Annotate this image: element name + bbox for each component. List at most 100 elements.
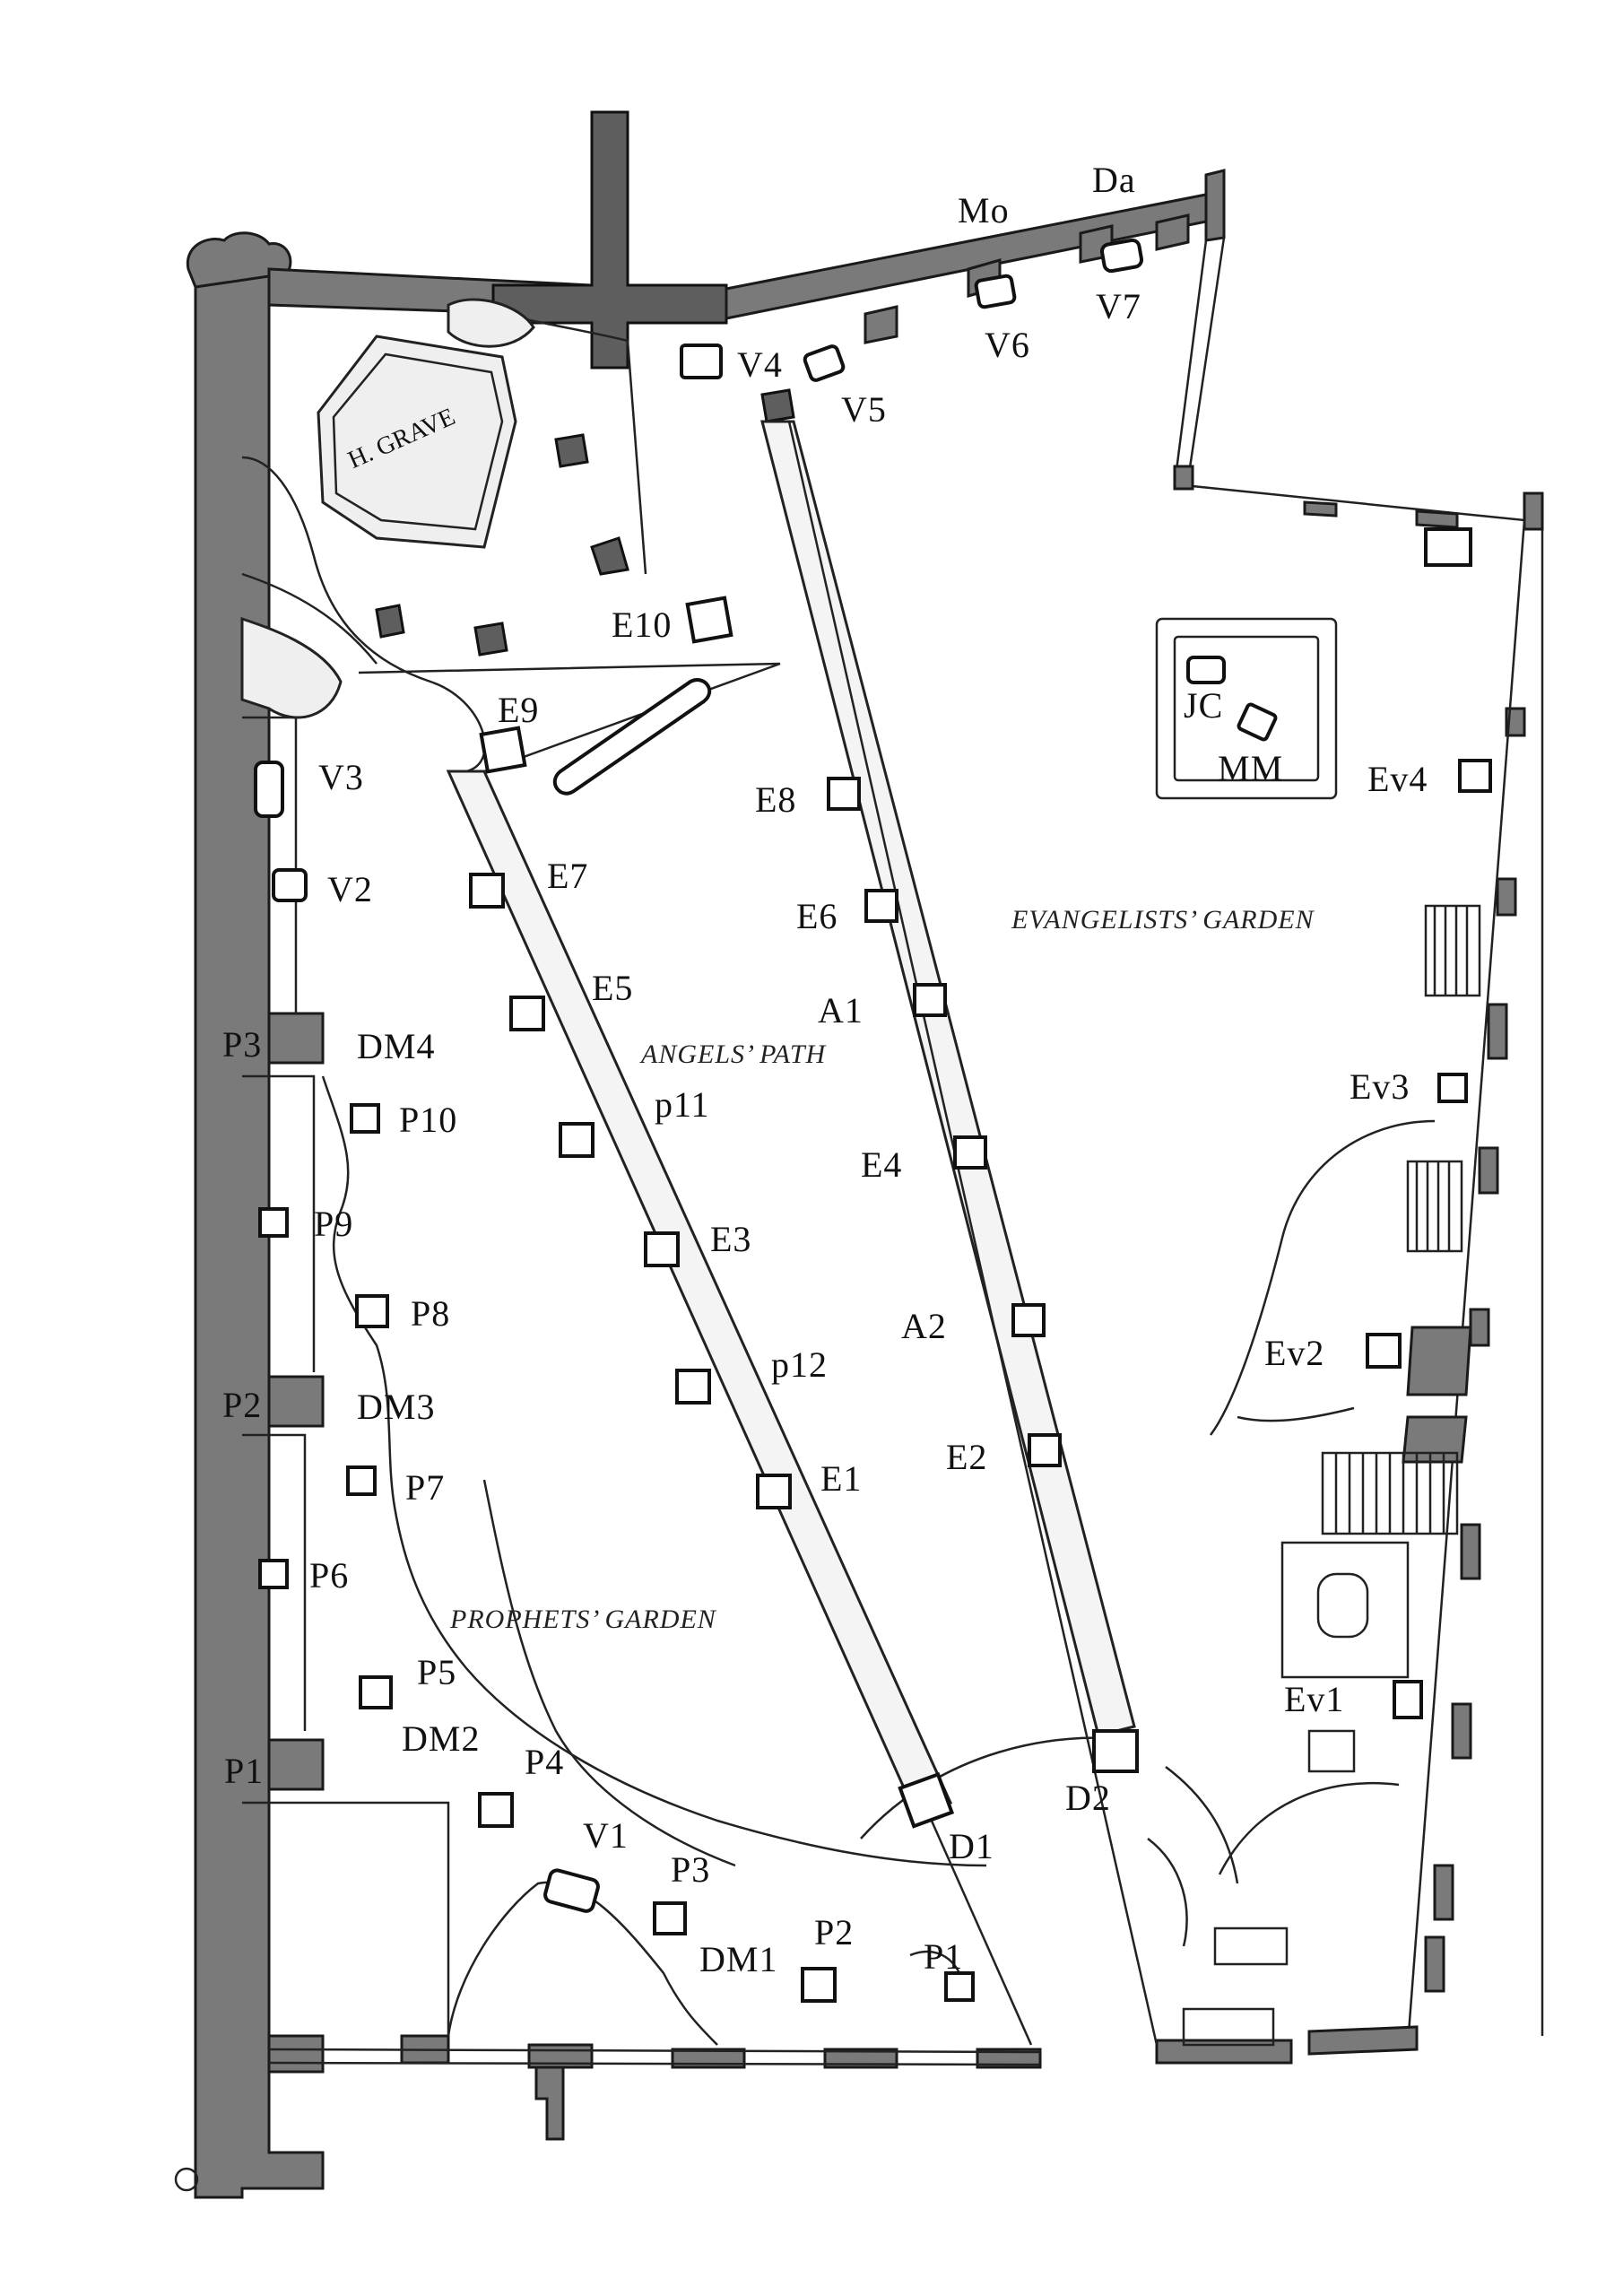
statue-e5	[509, 996, 545, 1031]
label-p11: p11	[655, 1084, 710, 1125]
statue-v7	[1099, 238, 1144, 274]
statue-e10	[685, 596, 733, 644]
label-v3: V3	[318, 757, 364, 797]
label-e9: E9	[498, 690, 539, 730]
label-p7: P7	[405, 1467, 445, 1508]
label-ev4: Ev4	[1367, 759, 1428, 799]
prophets-rockwork	[321, 1075, 1436, 2046]
statue-e4	[953, 1135, 987, 1170]
ne-block	[1424, 527, 1472, 567]
label-a1: A1	[818, 990, 864, 1031]
statue-p11	[559, 1122, 595, 1158]
grotto-rock-1	[447, 298, 535, 348]
label-d2: D2	[1065, 1778, 1111, 1818]
statue-p8	[355, 1294, 389, 1328]
label-p10: P10	[399, 1100, 457, 1140]
enclosure-inner	[1173, 635, 1320, 782]
statue-v3	[254, 761, 284, 818]
label-wp1: P1	[224, 1751, 264, 1791]
statue-e8	[827, 777, 861, 811]
east-step-1	[1406, 1326, 1472, 1396]
statue-v4	[680, 344, 723, 379]
label-e3: E3	[710, 1219, 751, 1259]
sw-room	[242, 1801, 450, 2036]
label-dm3: DM3	[357, 1387, 435, 1427]
label-dm2: DM2	[402, 1718, 480, 1759]
north-buttress-3	[1155, 213, 1190, 251]
east-segment-1	[1173, 465, 1194, 491]
door-arc-3	[909, 1950, 961, 1974]
statue-p4	[478, 1792, 514, 1828]
statue-p3	[653, 1901, 687, 1935]
east-wall-main	[1424, 707, 1526, 1993]
prophets-curve-2	[482, 1479, 736, 1867]
east-fountain	[1213, 1926, 1289, 1966]
label-wp3: P3	[222, 1024, 262, 1065]
east-fountain-2	[1182, 2007, 1275, 2047]
east-segment-3	[1415, 509, 1459, 529]
label-evangelists-garden: EVANGELISTS’ GARDEN	[1011, 905, 1315, 935]
statue-v5	[803, 344, 846, 382]
room-divider-p1	[267, 1738, 325, 1791]
label-e5: E5	[592, 968, 633, 1008]
east-step-2	[1402, 1415, 1468, 1464]
corner-ring	[174, 2167, 199, 2192]
statue-p2	[801, 1967, 837, 2003]
grotto-path	[241, 456, 487, 773]
label-e2: E2	[946, 1437, 987, 1477]
jc-mm-enclosure	[1155, 617, 1338, 800]
statue-e7	[469, 873, 505, 909]
label-jc: JC	[1184, 685, 1223, 726]
label-a2: A2	[901, 1306, 947, 1346]
statue-p9	[258, 1207, 289, 1238]
label-prophets-garden: PROPHETS’ GARDEN	[449, 1605, 717, 1634]
statue-p10	[350, 1103, 380, 1134]
grotto-pillar-3	[473, 622, 508, 657]
statue-e2	[1028, 1433, 1062, 1467]
label-dm4: DM4	[357, 1026, 435, 1066]
statue-jc	[1186, 656, 1226, 684]
label-d1: D1	[949, 1826, 994, 1866]
grave-enclosure	[317, 335, 517, 549]
statue-mm	[1237, 702, 1278, 742]
label-e7: E7	[547, 856, 588, 896]
north-buttress-4	[864, 305, 898, 344]
east-stairs	[1182, 904, 1481, 2047]
label-p2: P2	[814, 1912, 854, 1952]
label-e4: E4	[861, 1144, 902, 1185]
angels-line-right	[922, 1802, 1033, 2046]
statue-a2	[1011, 1303, 1046, 1337]
statue-ev4	[1458, 759, 1492, 793]
statue-e3	[644, 1231, 680, 1267]
statue-ev2	[1366, 1333, 1402, 1369]
door-d1	[898, 1771, 955, 1829]
label-dm1: DM1	[699, 1939, 777, 1979]
statue-e1	[756, 1474, 792, 1509]
basin-inner	[1316, 1572, 1369, 1639]
label-p6: P6	[309, 1555, 349, 1596]
east-garden-curve	[1209, 1119, 1436, 1436]
grotto-rock-2	[240, 616, 343, 719]
label-p12: p12	[771, 1344, 828, 1385]
statue-p1	[944, 1971, 975, 2002]
label-p5: P5	[417, 1652, 456, 1692]
ne-corner	[1204, 169, 1226, 242]
east-segment-2	[1303, 500, 1338, 517]
west-band	[446, 770, 953, 1813]
enclosure-outer	[1155, 617, 1338, 800]
label-ev2: Ev2	[1264, 1333, 1324, 1373]
label-e8: E8	[755, 779, 796, 820]
label-mo: Mo	[958, 190, 1010, 230]
statue-p6	[258, 1559, 289, 1589]
door-d2	[1092, 1729, 1139, 1773]
label-v6: V6	[985, 325, 1030, 365]
east-garden-curve-2	[1237, 1406, 1355, 1422]
grotto-pillar-1	[554, 433, 589, 468]
grotto-pillar-4	[590, 536, 629, 576]
gate-post	[534, 2066, 565, 2141]
grotto-pillar-2	[375, 604, 405, 639]
statue-ev3	[1437, 1073, 1468, 1103]
prophets-curve	[321, 1075, 987, 1867]
label-v7: V7	[1096, 286, 1141, 326]
